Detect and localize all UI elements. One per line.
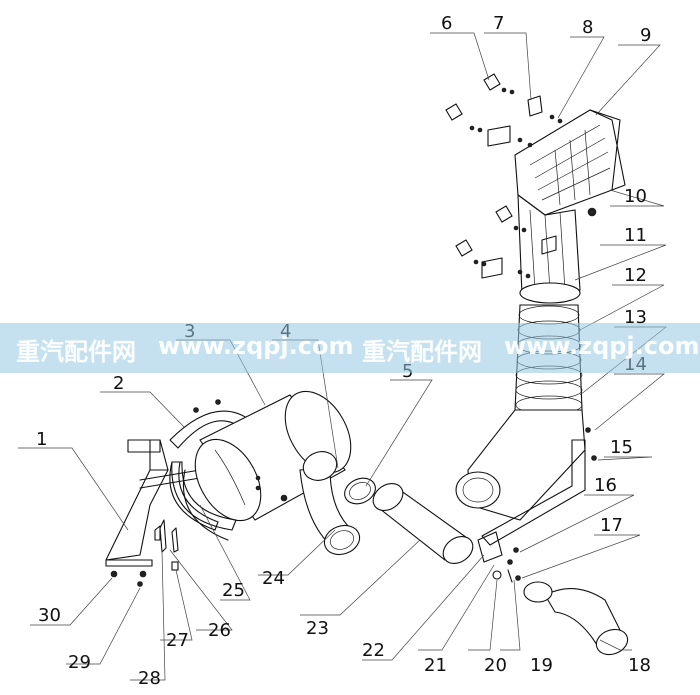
- part-outlet-elbow: [299, 451, 361, 556]
- callout-9: 9: [640, 25, 651, 46]
- part-hardware-fasteners: [137, 73, 597, 587]
- callout-23: 23: [306, 618, 329, 639]
- callout-12: 12: [624, 265, 647, 286]
- part-support-arm: [477, 427, 591, 563]
- watermark-text-2: www.zqpj.com: [158, 332, 354, 360]
- callout-8: 8: [582, 17, 593, 38]
- callout-18: 18: [628, 655, 651, 676]
- part-clamp-ring: [344, 477, 376, 505]
- callout-17: 17: [600, 515, 623, 536]
- callout-7: 7: [493, 13, 504, 34]
- part-rubber-elbow: [523, 581, 629, 656]
- callout-27: 27: [166, 630, 189, 651]
- callout-30: 30: [38, 605, 61, 626]
- watermark-text-1: 重汽配件网: [16, 338, 136, 366]
- callout-6: 6: [441, 13, 452, 34]
- callout-11: 11: [624, 225, 647, 246]
- callout-22: 22: [362, 640, 385, 661]
- part-lower-duct-elbow: [455, 409, 586, 521]
- callout-26: 26: [208, 620, 231, 641]
- watermark-band: 重汽配件网 www.zqpj.com 重汽配件网 www.zqpj.com: [0, 323, 700, 373]
- callout-1: 1: [36, 429, 47, 450]
- callout-28: 28: [138, 668, 161, 689]
- part-lower-strap: [171, 461, 237, 531]
- watermark-text-3: 重汽配件网: [362, 338, 482, 366]
- callout-2: 2: [113, 373, 124, 394]
- callout-15: 15: [610, 437, 633, 458]
- callout-24: 24: [262, 568, 285, 589]
- callout-21: 21: [424, 655, 447, 676]
- part-intake-head: [514, 109, 626, 217]
- callout-20: 20: [484, 655, 507, 676]
- part-straight-pipe: [372, 483, 474, 564]
- callout-10: 10: [624, 186, 647, 207]
- callout-19: 19: [530, 655, 553, 676]
- watermark-text-4: www.zqpj.com: [504, 332, 700, 360]
- callout-29: 29: [68, 652, 91, 673]
- callout-25: 25: [222, 580, 245, 601]
- callout-16: 16: [594, 475, 617, 496]
- part-riser-duct: [517, 193, 581, 304]
- callout-13: 13: [624, 307, 647, 328]
